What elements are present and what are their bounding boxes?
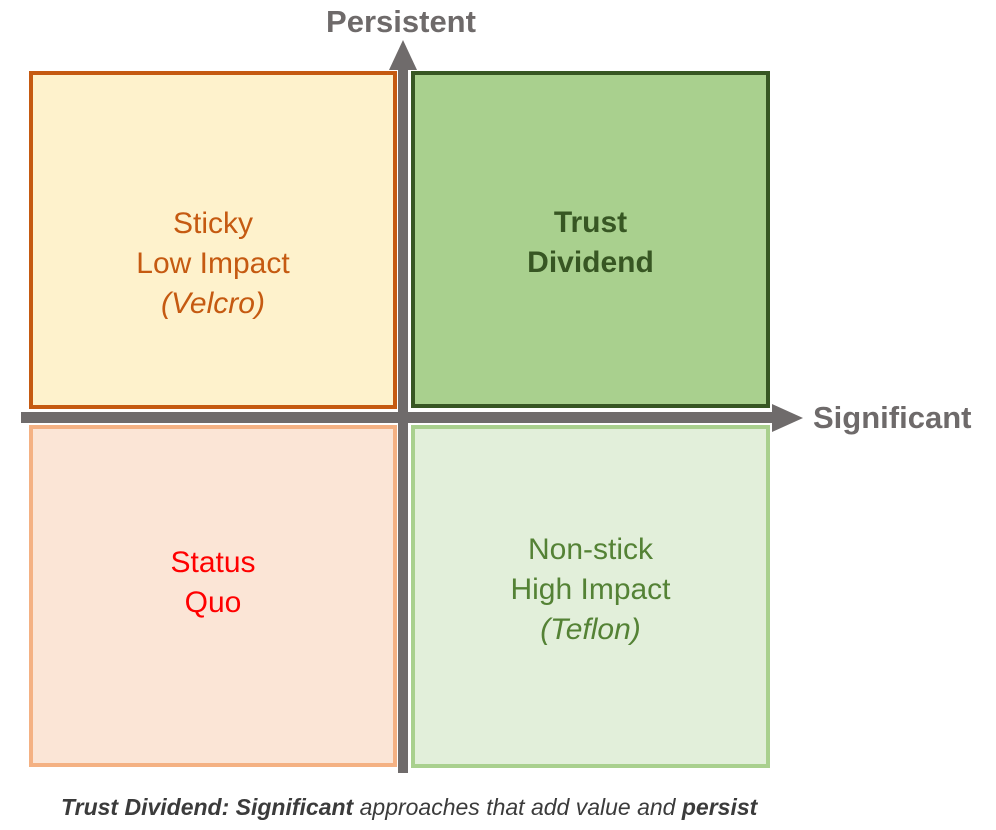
quadrant-line: Low Impact [136,247,290,280]
quadrant-line: Trust [553,205,628,239]
quadrant-label: Status Quo [170,543,255,623]
quadrant-line: Quo [184,586,242,619]
quadrant-line: Dividend [527,245,654,279]
quadrant-note: (Velcro) [161,287,265,320]
quadrant-line: Sticky [172,207,253,240]
caption: Trust Dividend: Significant approaches t… [61,794,757,821]
caption-middle: approaches that add value and [353,794,682,820]
horizontal-axis-line [21,412,773,423]
caption-lead: Trust Dividend: Significant [61,794,354,820]
right-arrow-icon [772,404,803,432]
quadrant-status-quo: Status Quo [29,425,397,767]
quadrant-non-stick-high-impact: Non-stick High Impact (Teflon) [411,425,770,768]
quadrant-sticky-low-impact: Sticky Low Impact (Velcro) [29,71,397,409]
quadrant-line: Status [170,546,256,579]
quadrant-trust-dividend: Trust Dividend [411,71,770,408]
quadrant-line: High Impact [510,572,671,606]
caption-tail: persist [681,794,758,820]
horizontal-axis-label: Significant [813,400,972,435]
quadrant-label: Sticky Low Impact (Velcro) [136,204,289,324]
quadrant-note: (Teflon) [540,612,641,646]
quadrant-line: Non-stick [527,532,653,566]
vertical-axis-label: Persistent [326,4,476,39]
quadrant-label: Non-stick High Impact (Teflon) [510,530,670,650]
quadrant-label: Trust Dividend [527,203,654,283]
